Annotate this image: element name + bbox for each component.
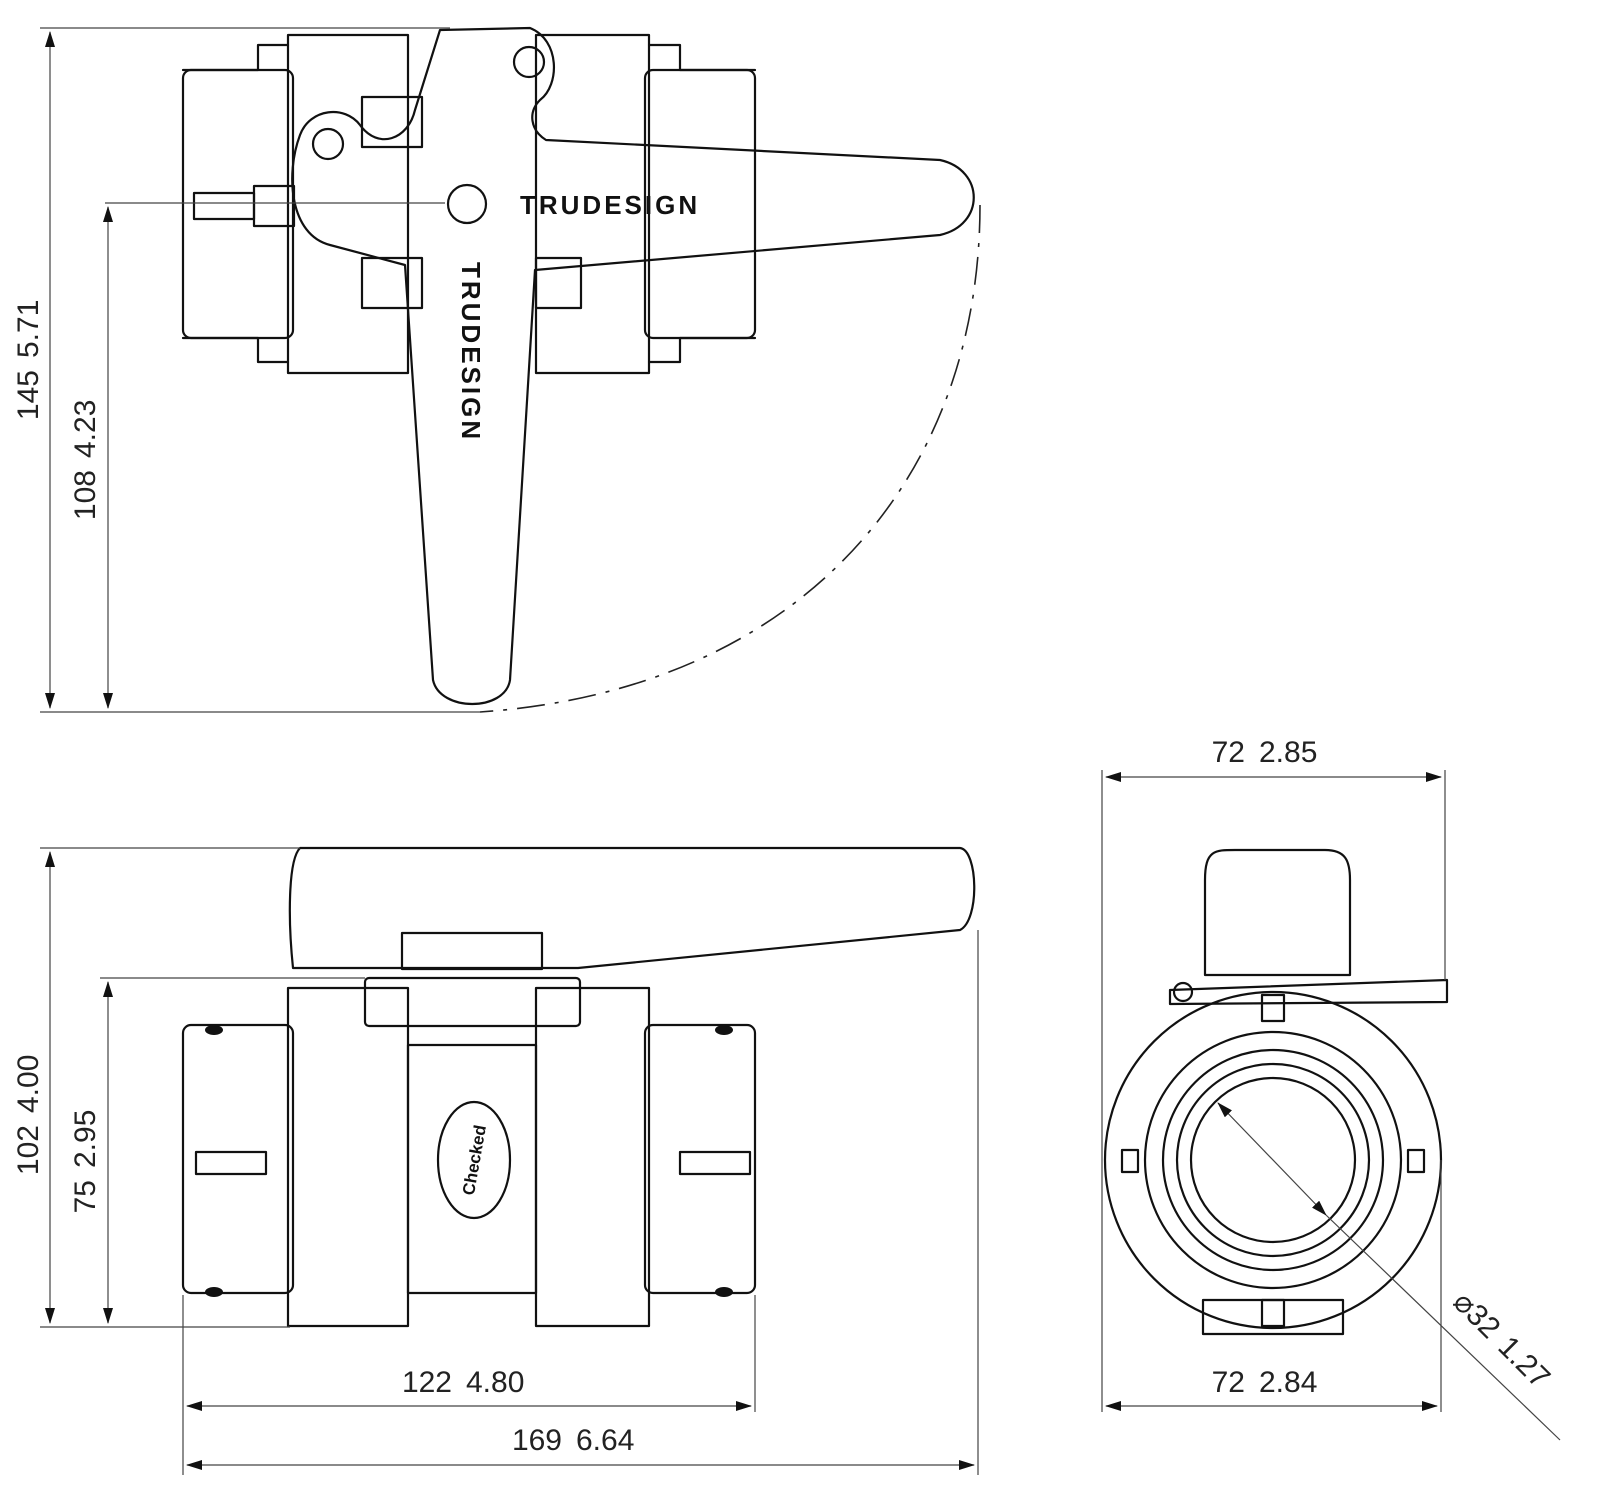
- dim-bore-mm: ⌀32: [1447, 1285, 1507, 1345]
- dim-75-in: 2.95: [69, 1110, 102, 1168]
- top-view: TRUDESIGN TRUDESIGN: [105, 26, 981, 713]
- top-left-step-b: [181, 336, 290, 364]
- top-left-step: [181, 43, 290, 72]
- top-stem-block-a: [360, 95, 424, 149]
- dim-72-bottom-mm: 72: [1212, 1366, 1245, 1399]
- top-view-dimensions: 145 5.71 108 4.23: [12, 27, 480, 713]
- brand-horizontal: TRUDESIGN: [520, 190, 700, 220]
- side-stem: [400, 931, 544, 971]
- side-view-dimensions: 102 4.00 75 2.95 122 4.80 169 6.64: [12, 847, 979, 1475]
- side-handle: [288, 846, 976, 970]
- end-lug-bottom: [1260, 1298, 1286, 1328]
- dim-145-mm: 145: [12, 370, 45, 420]
- dim-102-mm: 102: [12, 1125, 45, 1175]
- dim-72-bottom-in: 2.84: [1259, 1366, 1317, 1399]
- handle-top-hole: [512, 45, 546, 79]
- handle-pivot: [446, 183, 488, 225]
- brand-vertical: TRUDESIGN: [456, 262, 486, 442]
- end-ring-4: [1175, 1062, 1371, 1258]
- dim-line-bore: [1217, 1102, 1327, 1216]
- dim-108-in: 4.23: [69, 400, 102, 458]
- handle-swing-arc: [479, 204, 981, 713]
- dim-bore-in: 1.27: [1492, 1330, 1557, 1395]
- top-left-union-nut: [286, 33, 410, 375]
- end-lug-top: [1260, 993, 1286, 1023]
- side-right-slot: [678, 1150, 752, 1176]
- end-lug-left: [1120, 1148, 1140, 1174]
- top-right-union-nut: [534, 33, 651, 375]
- dim-102-in: 4.00: [12, 1055, 45, 1113]
- top-stem-block-b: [360, 256, 424, 310]
- lock-pin-collar: [252, 184, 296, 228]
- end-lock-pin: [1172, 981, 1194, 1003]
- top-right-step: [647, 43, 757, 72]
- side-oring-bl: [205, 1287, 223, 1297]
- side-center-body: [406, 1043, 538, 1295]
- end-view: [1103, 848, 1449, 1336]
- side-left-end-cap: [181, 1023, 295, 1295]
- top-left-end-cap: [181, 68, 295, 340]
- checked-badge: [436, 1100, 512, 1220]
- lock-pin: [192, 191, 256, 221]
- side-left-union-nut: [286, 986, 410, 1328]
- side-stem-flange: [363, 976, 582, 1028]
- top-stem-block-c: [534, 256, 583, 310]
- top-right-step-b: [647, 336, 757, 364]
- dim-75-mm: 75: [69, 1180, 102, 1213]
- side-view: Checked: [181, 846, 976, 1328]
- end-ring-2: [1143, 1030, 1403, 1290]
- handle-left-hole: [311, 127, 345, 161]
- side-oring-tr: [715, 1025, 733, 1035]
- t-handle: [291, 26, 975, 706]
- dim-72-top-in: 2.85: [1259, 736, 1317, 769]
- dim-169-mm: 169: [512, 1424, 562, 1457]
- checked-badge-text: Checked: [459, 1124, 490, 1197]
- dim-122-mm: 122: [402, 1366, 452, 1399]
- end-handle: [1203, 848, 1352, 977]
- side-oring-tl: [205, 1025, 223, 1035]
- side-oring-br: [715, 1287, 733, 1297]
- dim-72-top-mm: 72: [1212, 736, 1245, 769]
- end-bore: [1189, 1076, 1357, 1244]
- side-right-end-cap: [643, 1023, 757, 1295]
- end-stem-flange: [1168, 978, 1449, 1006]
- dim-145-in: 5.71: [12, 300, 45, 358]
- dim-169-in: 6.64: [576, 1424, 634, 1457]
- end-ring-3: [1161, 1048, 1385, 1272]
- end-lug-right: [1406, 1148, 1426, 1174]
- side-right-union-nut: [534, 986, 651, 1328]
- dim-122-in: 4.80: [466, 1366, 524, 1399]
- bore-leader: [1325, 1214, 1561, 1441]
- dim-108-mm: 108: [69, 470, 102, 520]
- side-left-slot: [194, 1150, 268, 1176]
